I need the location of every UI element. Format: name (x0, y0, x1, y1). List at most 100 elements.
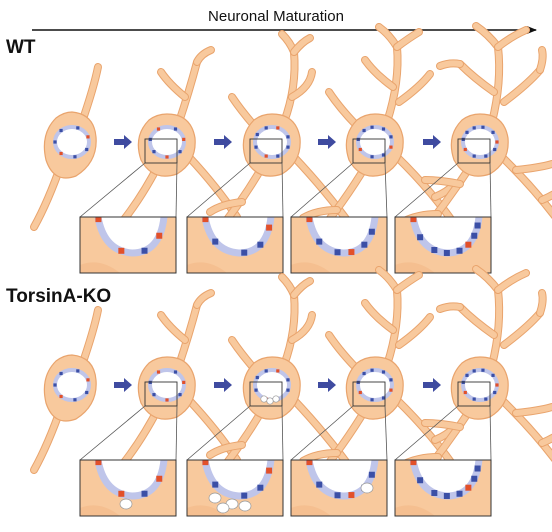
row-label-torsina-ko: TorsinA-KO (6, 286, 112, 307)
inset-pore-red (95, 217, 102, 223)
neuron-row0-stage2 (206, 30, 356, 236)
inset-pore-blue (417, 234, 424, 241)
zoom-line (384, 162, 388, 218)
pore-blue (493, 390, 497, 395)
dendrite (513, 404, 552, 416)
inset-frame (186, 216, 284, 274)
inset-pore-red (306, 217, 313, 223)
inset-pore-blue (368, 471, 375, 478)
dendrite (457, 304, 497, 338)
zoom-line (394, 162, 459, 218)
inset-row1-stage1 (79, 459, 177, 517)
pore-blue (491, 130, 495, 134)
stage-arrow (114, 135, 132, 149)
pore-blue (472, 369, 476, 373)
pore-blue (472, 126, 476, 130)
inset-content (187, 217, 283, 273)
dendrite (281, 49, 298, 125)
inset-pore-red (266, 224, 273, 231)
dendrite (489, 44, 503, 125)
pore-blue (59, 128, 63, 133)
dendrite (291, 35, 313, 55)
inset-bleb (208, 492, 222, 504)
inset-bleb (238, 500, 252, 512)
pore-red (495, 140, 499, 144)
zoom-line (186, 405, 251, 461)
dendrite (394, 29, 422, 50)
dendrite (499, 154, 552, 218)
pore-red (495, 383, 499, 387)
inset-pore-blue (431, 489, 438, 496)
dendrite (539, 191, 552, 203)
pore-blue (481, 368, 485, 372)
inset-shade (80, 505, 120, 516)
inset-content (291, 460, 387, 516)
inset-row0-stage3 (290, 216, 388, 274)
pore-blue (472, 154, 476, 158)
pore-blue (264, 369, 268, 373)
neuron-row0-stage0 (30, 63, 102, 231)
neuron-row1-stage4 (398, 265, 552, 487)
pore-blue (152, 150, 156, 154)
dendrite (501, 310, 543, 348)
inset-envelope (201, 460, 275, 500)
dendrite (158, 69, 188, 100)
inset-frame (290, 459, 388, 517)
inset-pore-blue (257, 241, 264, 248)
zoom-line (79, 162, 146, 218)
inset-pore-blue (474, 222, 481, 229)
pore-red (463, 147, 467, 152)
pore-red (59, 394, 63, 399)
zoom-box (144, 381, 178, 407)
inset-row0-stage1 (79, 216, 177, 274)
zoom-box (249, 381, 283, 407)
inset-pore-red (465, 241, 472, 248)
dendrite (289, 69, 315, 100)
row-label-wt: WT (6, 37, 36, 58)
neuron-row0-stage1 (118, 46, 241, 226)
pore-blue (465, 373, 469, 377)
pore-red (156, 127, 161, 131)
dendrite (539, 434, 552, 446)
inset-pore-blue (471, 475, 478, 482)
pore-blue (264, 126, 268, 130)
stage-arrow (318, 135, 336, 149)
inset-shade (291, 262, 331, 273)
dendrite (501, 67, 543, 105)
inset-pore-red (410, 217, 417, 223)
inset-bleb (216, 502, 230, 514)
pore-blue (286, 378, 290, 382)
pore-red (358, 390, 362, 395)
neuron-row1-stage3 (299, 266, 464, 484)
zoom-line (394, 405, 459, 461)
inset-pore-red (202, 217, 209, 223)
inset-frame (186, 459, 284, 517)
pore-blue (286, 388, 290, 392)
inset-envelope (201, 217, 275, 257)
dendrite (537, 290, 546, 316)
dendrite (489, 287, 503, 368)
zoom-box (352, 138, 386, 164)
dendrite (291, 278, 313, 298)
inset-pore-blue (212, 481, 219, 488)
pore-blue (381, 396, 386, 400)
pore-blue (370, 368, 374, 372)
inset-pore-blue (241, 492, 248, 499)
pore-blue (85, 147, 89, 152)
bleb (272, 395, 280, 403)
inset-pore-red (202, 460, 209, 466)
pore-blue (254, 388, 258, 392)
nuclear-envelope (356, 368, 394, 402)
pore-blue (491, 373, 495, 377)
dendrite (437, 60, 463, 69)
stage-arrow (214, 378, 232, 392)
nuclear-envelope (253, 368, 291, 402)
stage-arrow (318, 378, 336, 392)
dendrite (362, 300, 396, 333)
pore-blue (286, 135, 290, 139)
inset-pore-blue (474, 465, 481, 472)
pore-red (165, 155, 169, 159)
pore-blue (173, 127, 178, 131)
inset-pore-red (306, 460, 313, 466)
zoom-line (175, 405, 178, 461)
